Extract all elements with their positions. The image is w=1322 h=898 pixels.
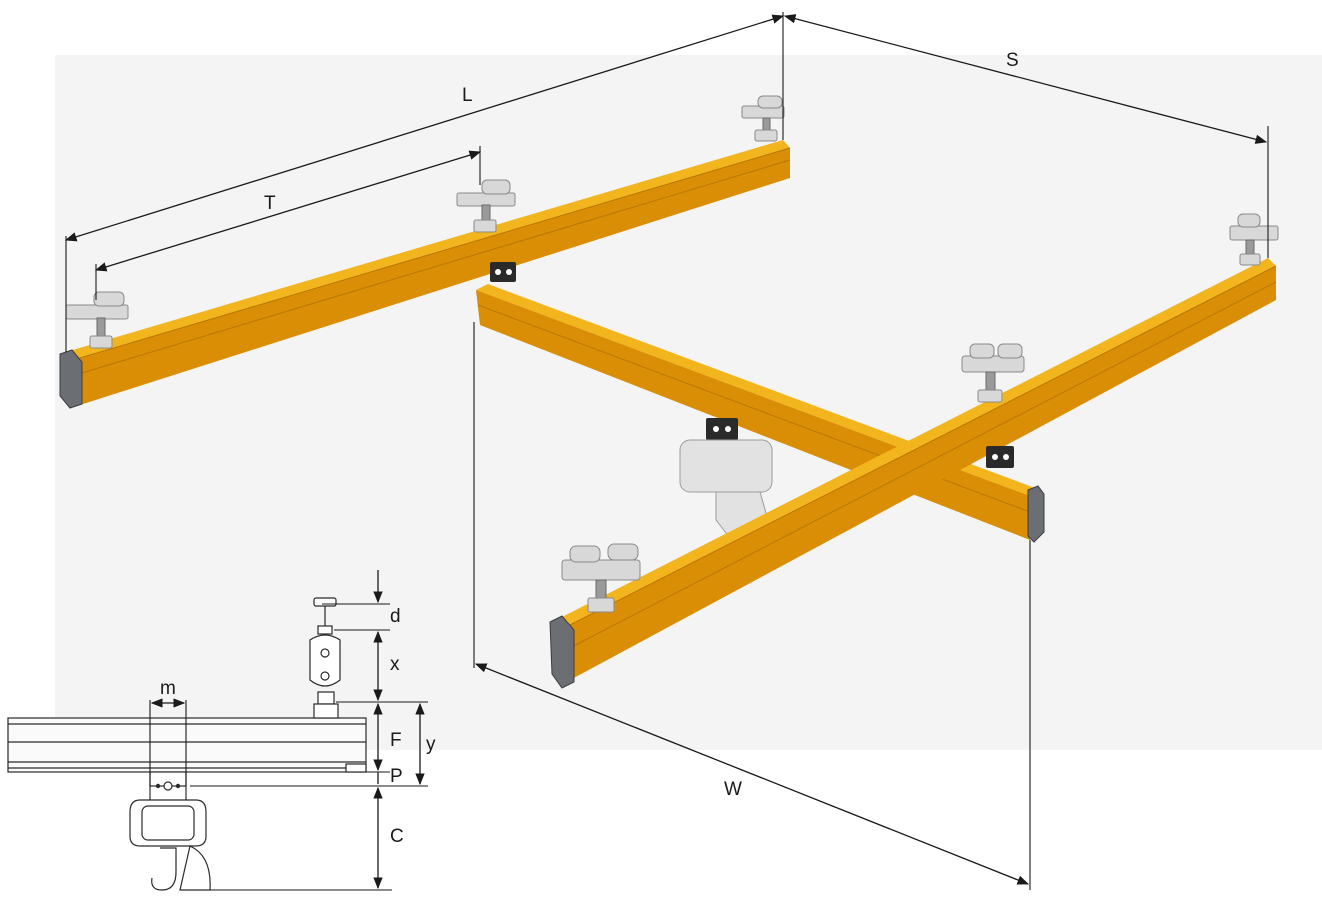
label-W: W [724, 779, 742, 800]
label-y: y [426, 734, 436, 755]
label-m: m [160, 678, 176, 699]
left-runway-end-cap [59, 349, 83, 409]
bridge-trolley-bracket-front [986, 446, 1014, 468]
trolley-and-hoist-sketch [129, 771, 211, 891]
dimension-S: S [783, 14, 1269, 258]
right-beam-suspension-rear [1229, 213, 1279, 266]
label-T: T [264, 193, 276, 214]
label-C: C [390, 826, 404, 847]
label-L: L [462, 85, 473, 106]
label-x: x [390, 654, 400, 675]
label-F: F [390, 730, 402, 751]
rail-profile [7, 717, 367, 773]
dimension-W: W [473, 322, 1031, 890]
right-beam-suspension-middle [961, 343, 1025, 403]
suspension-clamp [309, 597, 341, 719]
right-beam-suspension-front [561, 543, 641, 613]
bridge-far-end-cap [1027, 485, 1045, 543]
label-S: S [1006, 50, 1019, 71]
bridge-trolley-bracket-rear [490, 262, 516, 282]
label-P: P [390, 766, 403, 787]
right-runway-beam [549, 258, 1277, 689]
dimension-T: T [94, 146, 482, 300]
cross-section-detail: m d x F P y C [7, 570, 436, 891]
left-beam-suspension-front [65, 291, 129, 349]
label-d: d [390, 606, 401, 627]
